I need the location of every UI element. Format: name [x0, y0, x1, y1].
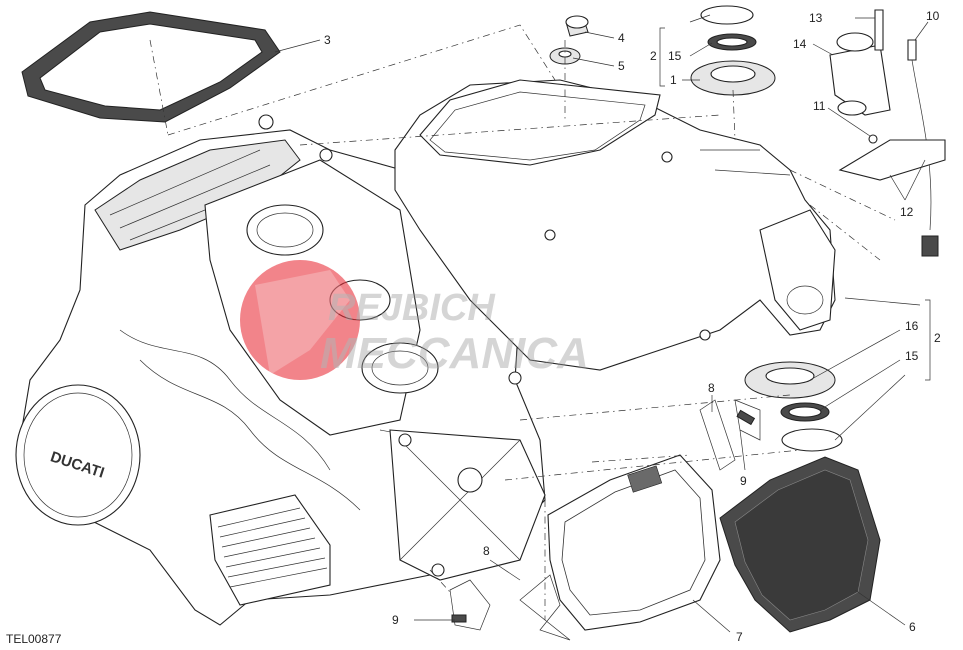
- callout-labels: 3 4 5 2 15 1 13 10 14 11 12 2 16 15 8 9 …: [324, 9, 941, 644]
- callout-5: 5: [618, 59, 625, 73]
- oil-cooler: [209, 494, 331, 606]
- part-sensor-assembly: [829, 9, 946, 257]
- leader-lines: [274, 14, 931, 633]
- clutch-cover: DUCATI: [15, 384, 141, 526]
- callout-12: 12: [900, 205, 914, 219]
- part-upper-ring-stack: [690, 5, 776, 96]
- callout-15-lower: 15: [905, 349, 919, 363]
- callout-9-lower: 9: [392, 613, 399, 627]
- callout-15-upper: 15: [668, 49, 682, 63]
- watermark-line-1: REJBICH: [328, 287, 496, 329]
- part-7-filter-frame: [547, 454, 721, 631]
- callout-10: 10: [926, 9, 940, 23]
- watermark-logo: REJBICH MECCANICA: [240, 260, 589, 380]
- callout-2-upper: 2: [650, 49, 657, 63]
- drawing-reference-code: TEL00877: [6, 632, 62, 646]
- part-6-air-filter: [719, 456, 881, 633]
- callout-7: 7: [736, 630, 743, 644]
- watermark-emblem: [240, 260, 360, 380]
- callout-1: 1: [670, 73, 677, 87]
- watermark-line-2: MECCANICA: [320, 329, 589, 378]
- part-clips-lower: [449, 574, 571, 641]
- part-lower-ring-stack: [744, 361, 843, 452]
- callout-11: 11: [813, 99, 826, 113]
- airbox-frame: [394, 79, 836, 371]
- part-3-seal: [21, 11, 281, 123]
- callout-2-lower: 2: [934, 331, 941, 345]
- callout-14: 14: [793, 37, 807, 51]
- callout-8-right: 8: [708, 381, 715, 395]
- part-clips-right: [699, 399, 761, 471]
- callout-3: 3: [324, 33, 331, 47]
- callout-16: 16: [905, 319, 919, 333]
- callout-13: 13: [809, 11, 823, 25]
- callout-9-right: 9: [740, 474, 747, 488]
- callout-4: 4: [618, 31, 625, 45]
- part-5-grommet: [549, 47, 581, 65]
- construction-lines: [149, 24, 896, 620]
- part-4-cap: [565, 15, 589, 37]
- callout-6: 6: [909, 620, 916, 634]
- engine-block: DUCATI: [15, 114, 546, 626]
- callout-8-lower: 8: [483, 544, 490, 558]
